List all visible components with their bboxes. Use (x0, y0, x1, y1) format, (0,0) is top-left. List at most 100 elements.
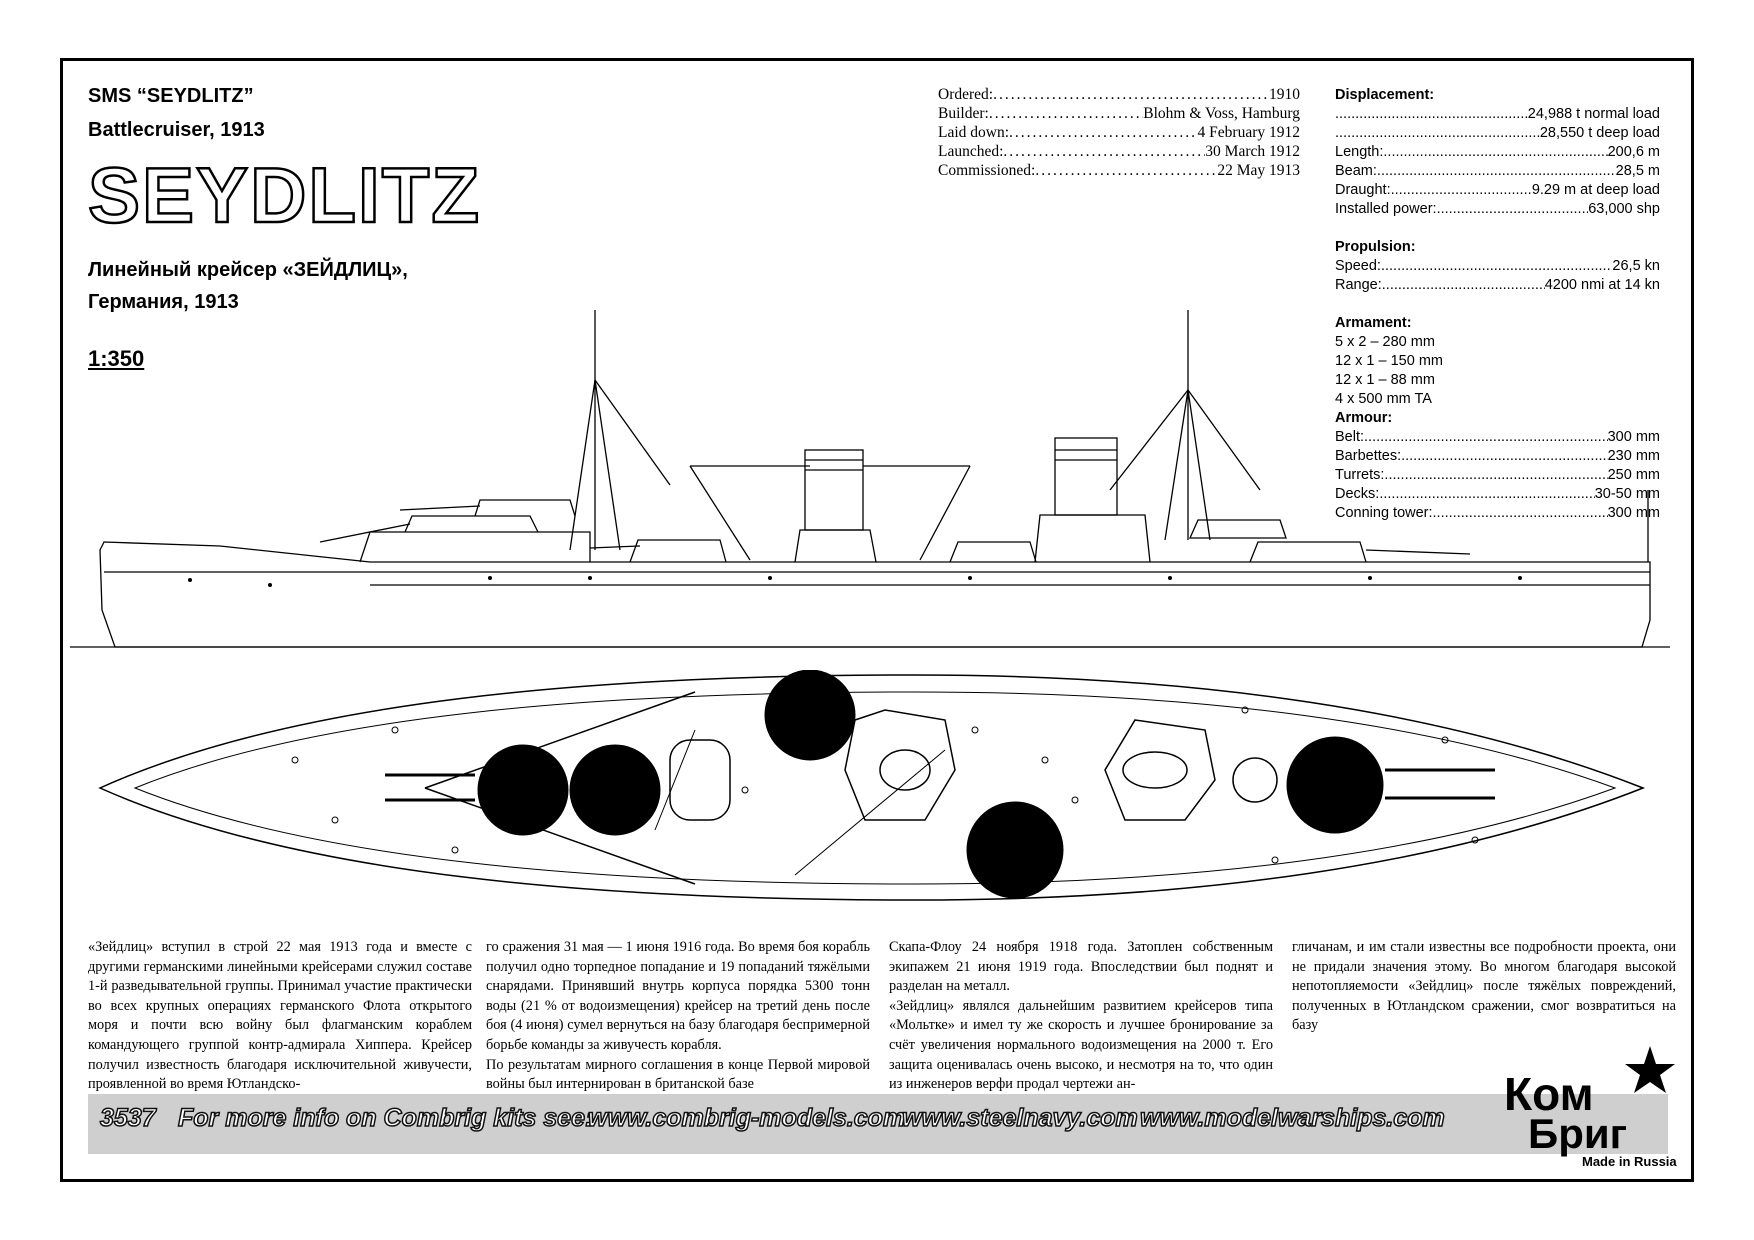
spec-label: Conning tower: (1335, 505, 1433, 521)
history-row-ordered: Ordered: 1910 (938, 85, 1300, 104)
history-label: Ordered: (938, 86, 994, 103)
history-label: Commissioned: (938, 162, 1036, 179)
superfiring-turret-side (474, 499, 576, 517)
scale-label: 1:350 (88, 346, 145, 371)
ship-name-outline-title: SEYDLITZ (87, 150, 482, 241)
combrig-logo: Ком Бриг (1504, 1046, 1675, 1157)
text-column-2: го сражения 31 мая — 1 июня 1916 года. В… (486, 939, 870, 1093)
spec-label: Barbettes: (1335, 448, 1402, 464)
speed-row: Speed:26,5 kn (1335, 257, 1660, 276)
history-table: Ordered: 1910 Builder: Blohm & Voss, Hambu… (938, 85, 1300, 180)
turrets-row: Turrets: 250 mm (1335, 466, 1660, 485)
history-value: Blohm & Voss, Hamburg (1143, 105, 1300, 122)
side-profile-drawing (70, 310, 1670, 648)
history-value: 4 February 1912 (1197, 124, 1300, 141)
displacement-normal-row: 24,988 t normal load (1335, 105, 1660, 124)
spec-value: 30-50 mm (1594, 486, 1660, 502)
logo-line-1: Ком (1504, 1068, 1594, 1120)
spec-value: 28,5 m (1615, 163, 1660, 179)
aft-funnel-base (1034, 514, 1151, 563)
draught-row: Draught: 9.29 m at deep load (1335, 181, 1660, 200)
history-row-commissioned: Commissioned: 22 May 1913 (938, 161, 1300, 180)
spec-label: Speed: (1335, 258, 1381, 274)
armour-heading: Armour: (1335, 410, 1393, 426)
spec-label: Decks: (1335, 486, 1380, 502)
combrig-url[interactable]: www.combrig-models.com (587, 1103, 906, 1133)
wing-turret-side (629, 539, 727, 563)
aft-turret-side (1249, 541, 1367, 563)
info-banner (88, 1094, 1668, 1154)
ship-type-line: Battlecruiser, 1913 (88, 119, 265, 141)
history-label: Launched: (938, 143, 1004, 160)
beam-row: Beam:28,5 m (1335, 162, 1660, 181)
deck-plan-drawing (98, 670, 1646, 901)
spec-value: 200,6 m (1607, 144, 1660, 160)
armament-item: 12 x 1 – 150 mm (1335, 353, 1443, 369)
barbettes-row: Barbettes: 230 mm (1335, 447, 1660, 466)
fore-funnel (804, 449, 864, 531)
centre-turret-side (949, 541, 1037, 563)
fore-funnel-base (794, 529, 877, 563)
armament-item: 4 x 500 mm TA (1335, 391, 1432, 407)
history-row-builder: Builder: Blohm & Voss, Hamburg (938, 104, 1300, 123)
armament-item: 5 x 2 – 280 mm (1335, 334, 1435, 350)
spec-value: 300 mm (1607, 429, 1660, 445)
specifications-table: Displacement: 24,988 t normal load 28,55… (1335, 86, 1660, 523)
info-text: For more info on Combrig kits see: (177, 1103, 594, 1133)
history-label: Builder: (938, 105, 989, 122)
spec-value: 28,550 t deep load (1539, 125, 1660, 141)
aft-turret-plan (1286, 736, 1384, 834)
port-wing-turret-plan (764, 670, 856, 761)
spec-label: Belt: (1335, 429, 1365, 445)
hull-outline (99, 541, 1651, 648)
spec-label: Length: (1335, 144, 1384, 160)
aft-superstructure-plan (1104, 719, 1216, 821)
fore-turret-plan (477, 744, 569, 836)
text-column-3: Скапа-Флоу 24 ноября 1918 года. Затоплен… (889, 939, 1273, 1093)
history-value: 22 May 1913 (1217, 162, 1300, 179)
history-label: Laid down: (938, 124, 1010, 141)
hull-outline-plan (98, 674, 1646, 901)
bridge-plan (669, 739, 731, 821)
spec-value: 24,988 t normal load (1527, 106, 1660, 122)
spec-value: 63,000 shp (1588, 201, 1660, 217)
russian-country-line: Германия, 1913 (88, 291, 239, 313)
spec-value: 230 mm (1607, 448, 1660, 464)
spec-value: 300 mm (1607, 505, 1660, 521)
spec-value: 4200 nmi at 14 kn (1544, 277, 1660, 293)
fore-superstructure-plan (844, 709, 956, 821)
text-column-1: «Зейдлиц» вступил в строй 22 мая 1913 го… (88, 939, 472, 1093)
superfiring-turret-plan (569, 744, 661, 836)
propulsion-heading: Propulsion: (1335, 239, 1416, 255)
starboard-wing-turret-plan (966, 801, 1064, 899)
spec-label: Draught: (1335, 182, 1391, 198)
displacement-heading: Displacement: (1335, 87, 1435, 103)
history-row-laid-down: Laid down: 4 February 1912 (938, 123, 1300, 142)
text-column-4: гличанам, и им стали известны все подроб… (1292, 939, 1676, 1034)
spec-label: Range: (1335, 277, 1382, 293)
spec-label: Turrets: (1335, 467, 1385, 483)
logo-line-2: Бриг (1528, 1110, 1627, 1157)
history-value: 30 March 1912 (1205, 143, 1300, 160)
kit-number: 3537 (99, 1103, 156, 1133)
fore-turret-side (404, 515, 539, 533)
length-row: Length: 200,6 m (1335, 143, 1660, 162)
star-icon (1625, 1046, 1675, 1093)
history-value: 1910 (1269, 86, 1300, 103)
installed-power-row: Installed power: 63,000 shp (1335, 200, 1660, 219)
armament-item: 12 x 1 – 88 mm (1335, 372, 1435, 388)
belt-row: Belt: 300 mm (1335, 428, 1660, 447)
drawing-frame (60, 58, 1694, 1182)
range-row: Range: 4200 nmi at 14 kn (1335, 276, 1660, 295)
history-row-launched: Launched: 30 March 1912 (938, 142, 1300, 161)
spec-value: 9.29 m at deep load (1531, 182, 1660, 198)
spec-label: Installed power: (1335, 201, 1437, 217)
russian-type-line: Линейный крейсер «ЗЕЙДЛИЦ», (88, 259, 408, 281)
steelnavy-url[interactable]: www.steelnavy.com (901, 1103, 1138, 1133)
aft-superfiring-turret-side (1188, 519, 1287, 539)
modelwarships-url[interactable]: www.modelwarships.com (1139, 1103, 1445, 1133)
decks-row: Decks: 30-50 mm (1335, 485, 1660, 504)
ship-designation: SMS “SEYDLITZ” (88, 85, 254, 107)
spec-value: 250 mm (1607, 467, 1660, 483)
conning-tower-row: Conning tower: 300 mm (1335, 504, 1660, 523)
